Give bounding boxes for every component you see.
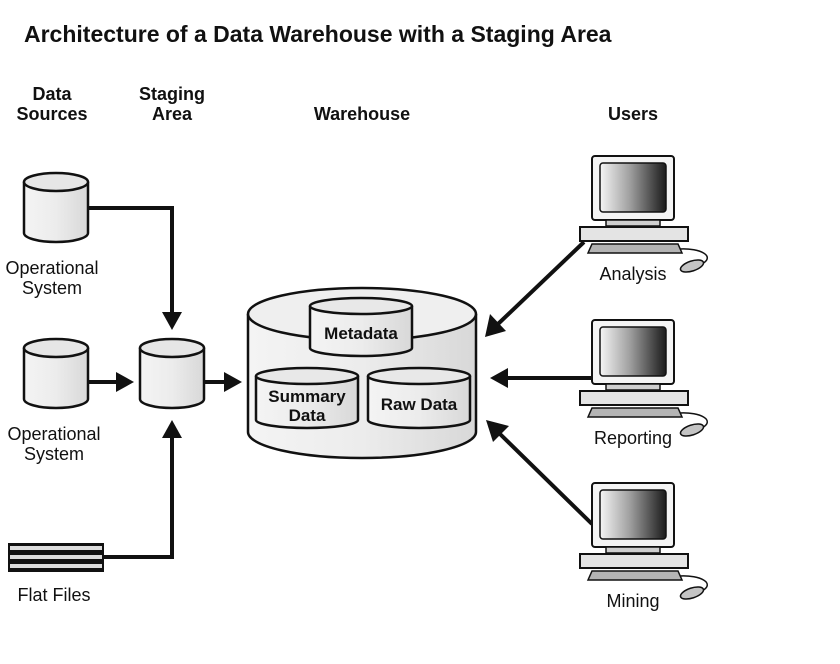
- user-mining: Mining: [579, 482, 709, 611]
- keyboard: [586, 243, 684, 254]
- connector-flatfiles-to-staging: [104, 420, 182, 559]
- column-header-staging-area: Staging Area: [139, 84, 205, 124]
- connector-source2-to-staging: [88, 372, 134, 392]
- monitor-screen: [599, 489, 667, 540]
- user-reporting: Reporting: [579, 319, 709, 448]
- monitor-screen: [599, 162, 667, 213]
- svg-text:Staging: Staging: [139, 84, 205, 104]
- arrow-head-icon: [224, 372, 242, 392]
- mouse-cord: [679, 248, 709, 265]
- warehouse-store: Metadata Summary Data Raw Data: [246, 286, 478, 460]
- source-label: System: [24, 444, 84, 464]
- arrow-head-icon: [116, 372, 134, 392]
- computer-icon: [579, 155, 709, 273]
- connector-staging-to-warehouse: [204, 372, 242, 392]
- arrow-head-icon: [490, 368, 508, 388]
- monitor-stand: [605, 546, 661, 554]
- monitor-stand: [605, 383, 661, 391]
- computer-icon: [579, 319, 709, 437]
- warehouse-metadata: Metadata: [308, 296, 414, 358]
- column-header-users: Users: [608, 104, 658, 124]
- component-label: Raw Data: [381, 395, 458, 414]
- source-label: System: [22, 278, 82, 298]
- computer-base: [579, 390, 689, 406]
- connector-reporting-to-warehouse: [490, 368, 592, 388]
- computer-base: [579, 226, 689, 242]
- arrow-head-icon: [162, 312, 182, 330]
- arrow-head-icon: [486, 420, 509, 442]
- source-operational-system-1: Operational System: [5, 171, 99, 298]
- mouse-cord: [679, 575, 709, 592]
- connector-source1-to-staging: [88, 206, 182, 330]
- user-label: Mining: [606, 591, 659, 611]
- computer-base: [579, 553, 689, 569]
- user-label: Reporting: [594, 428, 672, 448]
- source-operational-system-2: Operational System: [7, 337, 101, 464]
- monitor-stand: [605, 219, 661, 227]
- flat-files-icon: [8, 543, 104, 572]
- mouse-icon: [679, 586, 705, 600]
- component-label: Summary: [268, 387, 346, 406]
- database-cylinder-icon: [22, 171, 90, 244]
- user-analysis: Analysis: [579, 155, 709, 284]
- component-label: Data: [289, 406, 326, 425]
- warehouse-summary-data: Summary Data: [254, 366, 360, 430]
- monitor-screen: [599, 326, 667, 377]
- database-cylinder-icon: [138, 337, 206, 410]
- mouse-cord: [679, 412, 709, 429]
- connector-mining-to-warehouse: [486, 420, 594, 526]
- column-header-warehouse: Warehouse: [314, 104, 410, 124]
- column-header-data-sources: Data Sources: [16, 84, 87, 124]
- warehouse-raw-data: Raw Data: [366, 366, 472, 430]
- mouse-icon: [679, 259, 705, 273]
- staging-area-store: [138, 337, 206, 410]
- svg-text:Data: Data: [32, 84, 72, 104]
- connector-analysis-to-warehouse: [485, 240, 586, 337]
- svg-text:Sources: Sources: [16, 104, 87, 124]
- user-label: Analysis: [599, 264, 666, 284]
- diagram-title: Architecture of a Data Warehouse with a …: [24, 21, 612, 47]
- source-label: Flat Files: [17, 585, 90, 605]
- computer-icon: [579, 482, 709, 600]
- component-label: Metadata: [324, 324, 398, 343]
- database-cylinder-icon: [22, 337, 90, 410]
- source-flat-files: Flat Files: [8, 543, 104, 605]
- arrow-head-icon: [162, 420, 182, 438]
- svg-text:Area: Area: [152, 104, 193, 124]
- keyboard: [586, 407, 684, 418]
- source-label: Operational: [5, 258, 98, 278]
- keyboard: [586, 570, 684, 581]
- source-label: Operational: [7, 424, 100, 444]
- arrow-head-icon: [485, 314, 506, 337]
- mouse-icon: [679, 423, 705, 437]
